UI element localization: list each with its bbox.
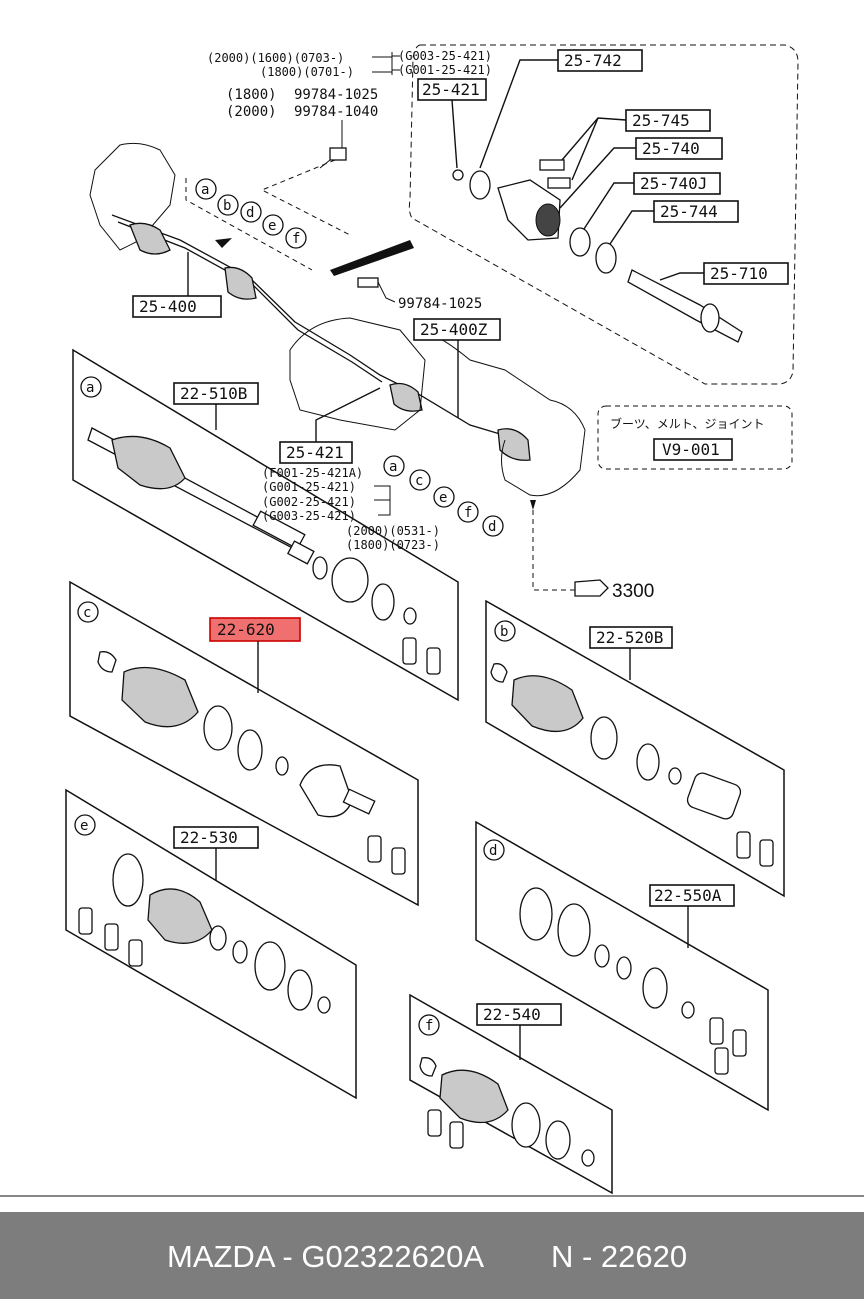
bolt-2000-code: 99784-1040 [294,104,378,120]
part-22-510b: 22-510B [180,384,247,403]
part-25-744: 25-744 [660,202,718,221]
part-22-520b: 22-520B [596,628,663,647]
dashed-group-outline [408,44,799,385]
bolt-1800-code: 99784-1025 [294,87,378,103]
note-year-1800: (1800)(0723-) [346,538,440,552]
ring-icon [569,227,591,257]
svg-text:a: a [201,182,209,198]
label-box-22-620 [209,617,301,642]
years-note-1: (2000)(1600)(0703-) [207,51,344,65]
tripod-housing-icon [686,772,742,820]
part-25-421-top: 25-421 [422,80,480,99]
seal-icon [595,242,617,274]
label-box-v9-001 [653,438,733,461]
svg-text:d: d [489,843,497,859]
part-25-740: 25-740 [642,139,700,158]
svg-text:c: c [83,605,91,621]
inner-boot-icon [224,266,257,300]
svg-text:e: e [268,218,276,234]
part-v9-001: V9-001 [662,440,720,459]
part-22-530: 22-530 [180,828,238,847]
part-25-745: 25-745 [632,111,690,130]
note-g003: (G003-25-421) [262,509,356,523]
ref-3300: 3300 [612,581,654,602]
footer-brand-code: MAZDA - G02322620A [167,1239,485,1274]
svg-text:d: d [488,519,496,535]
boot-icon-f [439,1069,509,1124]
svg-text:e: e [80,818,88,834]
part-25-740j: 25-740J [640,174,707,193]
g001-top-note: (G001-25-421) [398,63,492,77]
svg-text:f: f [425,1018,433,1034]
part-22-550a: 22-550A [654,886,722,905]
note-g001: (G001-25-421) [262,480,356,494]
transaxle-outline [289,317,426,431]
hand-pointer-icon [574,579,609,597]
svg-text:c: c [415,473,423,489]
circle-letters-mid: a c e f d [383,455,504,537]
parts-diagram: (2000)(1600)(0703-) (1800)(0701-) (G003-… [0,44,864,1197]
outer-boot-icon [129,222,171,255]
part-22-620: 22-620 [217,620,275,639]
label-box-22-520b [589,626,673,649]
part-25-742: 25-742 [564,51,622,70]
label-box-25-400 [132,295,222,318]
svg-text:a: a [86,380,94,396]
footer-bar: MAZDA - G02322620A N - 22620 [0,1212,864,1299]
knuckle-outline [419,329,586,497]
label-box-22-550a [649,884,735,907]
part-22-540: 22-540 [483,1005,541,1024]
hub-outline [89,142,176,251]
note-year-2000: (2000)(0531-) [346,524,440,538]
svg-text:b: b [500,624,508,640]
note-g002: (G002-25-421) [262,495,356,509]
boot-icon-b [511,675,584,733]
bolt-mid-code: 99784-1025 [398,296,482,312]
svg-text:b: b [223,198,231,214]
part-25-421-mid: 25-421 [286,443,344,462]
circle-letters-top: a b d e f [195,178,307,249]
svg-text:d: d [246,205,254,221]
svg-text:a: a [389,459,397,475]
bolt-2000-year: (2000) [226,104,277,120]
boots-note-text: ブーツ、メルト、ジョイント [610,416,765,431]
washer-icon [469,170,491,200]
part-25-400z: 25-400Z [420,320,488,339]
bolt-icon-mid [357,277,379,288]
boot-icon-c [121,666,199,728]
bolt-1800-year: (1800) [226,87,277,103]
label-box-22-540 [476,1003,562,1026]
boots-note-box [597,405,793,470]
part-25-710: 25-710 [710,264,768,283]
part-25-400: 25-400 [139,297,197,316]
panel-b [485,599,785,898]
note-f001: (F001-25-421A) [262,466,363,480]
footer-part-number: N - 22620 [551,1239,688,1274]
svg-text:e: e [439,490,447,506]
g003-top-note: (G003-25-421) [398,49,492,63]
svg-text:f: f [292,231,300,247]
label-box-25-400z [413,318,501,341]
label-box-25-745 [625,109,711,132]
bolt-icon [329,147,347,161]
years-note-2: (1800)(0701-) [260,65,354,79]
svg-text:f: f [464,505,472,521]
